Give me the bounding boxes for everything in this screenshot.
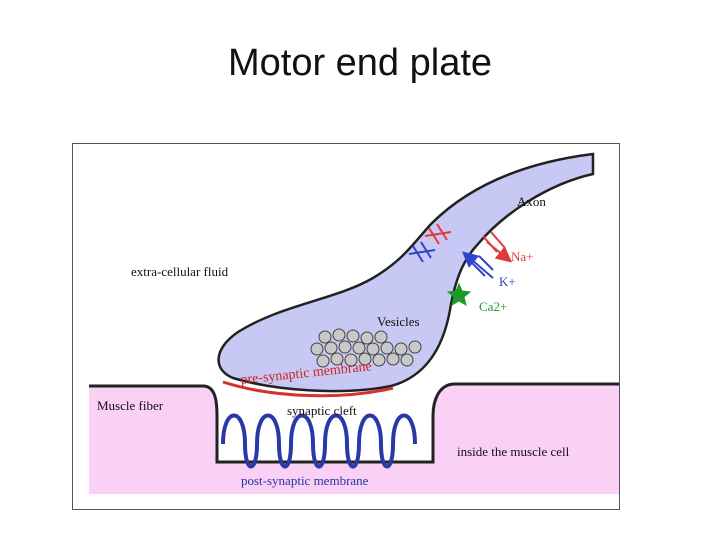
- vesicle: [330, 352, 344, 366]
- k-channel-right: [461, 251, 494, 279]
- label-extracellular-fluid: extra-cellular fluid: [131, 264, 229, 279]
- vesicle-cluster: [310, 328, 422, 368]
- na-channel-right: [482, 231, 513, 263]
- label-muscle-fiber: Muscle fiber: [97, 398, 164, 413]
- vesicle: [386, 352, 400, 366]
- vesicle: [360, 331, 374, 345]
- postsynaptic-folds: [221, 413, 417, 469]
- label-axon: Axon: [517, 194, 546, 209]
- vesicle: [394, 342, 408, 356]
- vesicle: [352, 341, 366, 355]
- vesicle: [346, 329, 360, 343]
- vesicle: [374, 330, 388, 344]
- k-channel-left: [408, 241, 436, 263]
- vesicle: [408, 340, 422, 354]
- label-ca: Ca2+: [479, 299, 507, 314]
- motor-end-plate-diagram: Axon extra-cellular fluid Na+ K+ Ca2+ Ve…: [72, 143, 620, 510]
- vesicle: [358, 352, 372, 366]
- diagram-canvas: Axon extra-cellular fluid Na+ K+ Ca2+ Ve…: [89, 152, 619, 494]
- vesicle: [400, 353, 414, 367]
- label-k: K+: [499, 274, 516, 289]
- presynaptic-membrane-line: [222, 380, 394, 398]
- slide-title: Motor end plate: [227, 42, 493, 84]
- label-inside-muscle-cell: inside the muscle cell: [457, 444, 570, 459]
- vesicle: [344, 353, 358, 367]
- label-na: Na+: [511, 249, 534, 264]
- na-channel-left: [424, 223, 452, 245]
- vesicle: [318, 330, 332, 344]
- vesicle: [380, 341, 394, 355]
- vesicle: [316, 354, 330, 368]
- label-postsynaptic-membrane: post-synaptic membrane: [241, 473, 369, 488]
- vesicle: [372, 353, 386, 367]
- label-vesicles: Vesicles: [377, 314, 420, 329]
- vesicle: [338, 340, 352, 354]
- vesicle: [324, 341, 338, 355]
- label-synaptic-cleft: synaptic cleft: [287, 403, 357, 418]
- vesicle: [332, 328, 346, 342]
- vesicle: [366, 342, 380, 356]
- vesicle: [310, 342, 324, 356]
- ca-channel: [446, 282, 472, 307]
- muscle-fiber-region: [89, 384, 619, 494]
